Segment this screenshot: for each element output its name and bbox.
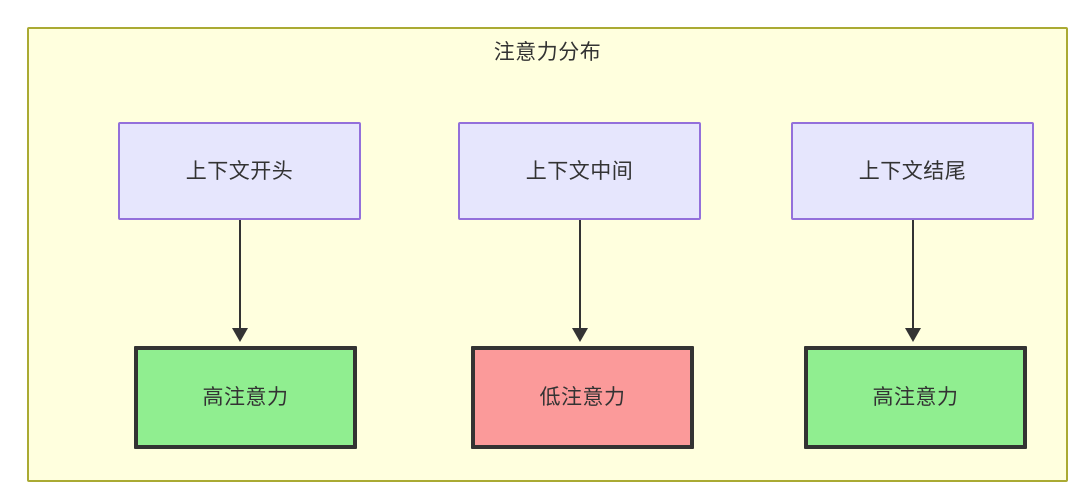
edge-line: [579, 220, 581, 333]
node-attention-high-start[interactable]: 高注意力: [134, 346, 357, 449]
diagram-title: 注意力分布: [493, 41, 602, 64]
node-attention-low-middle-label: 低注意力: [539, 386, 626, 409]
arrow-head-icon: [572, 328, 588, 342]
node-attention-high-start-label: 高注意力: [202, 386, 289, 409]
node-attention-low-middle[interactable]: 低注意力: [471, 346, 694, 449]
edge-context-start-to-attention: [232, 220, 248, 346]
edge-context-end-to-attention: [905, 220, 921, 346]
node-context-end[interactable]: 上下文结尾: [791, 122, 1034, 220]
node-attention-high-end-label: 高注意力: [872, 386, 959, 409]
edge-line: [912, 220, 914, 333]
attention-distribution-subgraph: 注意力分布 上下文开头 上下文中间 上下文结尾 高注意力 低: [27, 27, 1068, 482]
node-context-end-label: 上下文结尾: [858, 159, 967, 183]
node-context-middle[interactable]: 上下文中间: [458, 122, 701, 220]
node-context-middle-label: 上下文中间: [525, 159, 634, 183]
node-context-start-label: 上下文开头: [185, 159, 294, 183]
node-context-start[interactable]: 上下文开头: [118, 122, 361, 220]
edge-context-middle-to-attention: [572, 220, 588, 346]
arrow-head-icon: [232, 328, 248, 342]
arrow-head-icon: [905, 328, 921, 342]
node-attention-high-end[interactable]: 高注意力: [804, 346, 1027, 449]
edge-line: [239, 220, 241, 333]
